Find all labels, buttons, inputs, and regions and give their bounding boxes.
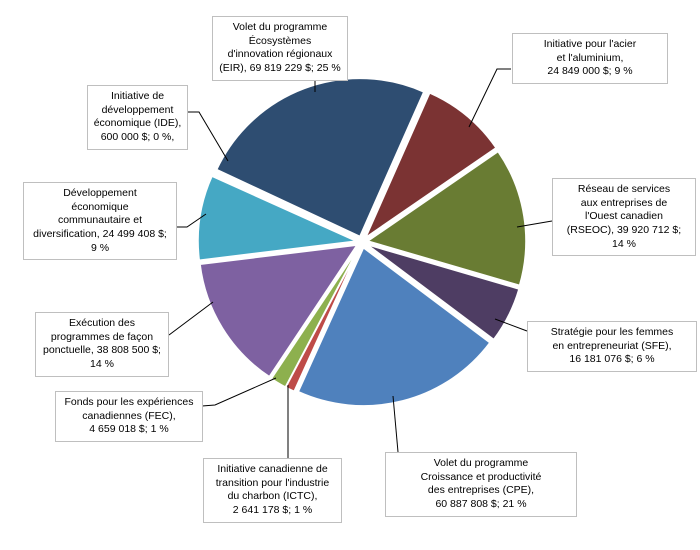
pie-slice-dev <box>197 175 359 262</box>
pie-slice-rseoc <box>366 150 527 287</box>
leader-line-cpe <box>392 395 399 453</box>
leader-line-execution <box>168 301 214 336</box>
leader-line-dev <box>177 213 207 228</box>
pie-slice-cpe <box>297 246 491 407</box>
leader-line-rseoc <box>516 220 553 228</box>
pie-slice-fec <box>270 246 360 389</box>
leader-line-fec <box>201 377 277 407</box>
pie-slice-execution <box>199 244 359 378</box>
leader-line-ide <box>188 111 229 162</box>
pie-slice-ide <box>211 171 357 241</box>
leader-line-acier <box>468 68 511 128</box>
pie-slice-eir <box>215 77 425 238</box>
pie-slice-sfe <box>366 243 520 341</box>
pie-slice-acier <box>364 91 498 240</box>
leader-line-sfe <box>494 318 528 332</box>
